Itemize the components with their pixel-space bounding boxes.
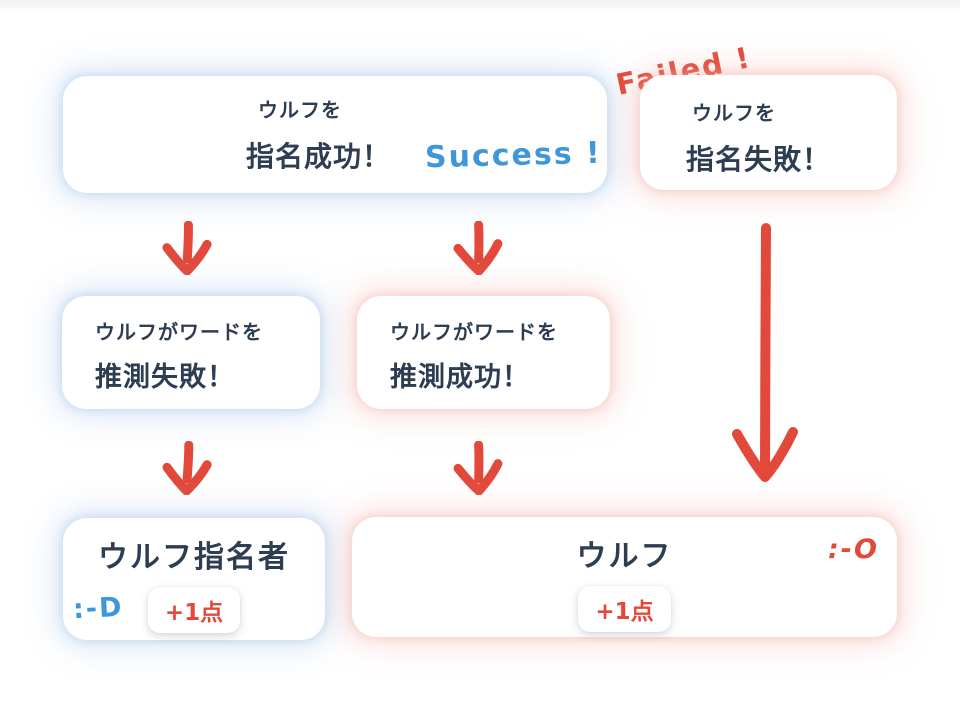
success-handwriting: Success ! (424, 135, 603, 176)
node-subtext: ウルフがワードを (390, 320, 558, 344)
arrow-down-icon (453, 220, 503, 276)
node-score-wolf-nominator: ウルフ指名者 +1点 :-D (63, 518, 325, 640)
node-text-block: ウルフを 指名失敗！ (686, 97, 831, 178)
node-subtext: ウルフを (258, 98, 342, 122)
surprised-face-emoticon: :-O (828, 534, 879, 565)
score-badge: +1点 (147, 587, 241, 633)
node-nominate-fail: ウルフを 指名失敗！ (640, 75, 897, 190)
arrow-down-icon (162, 220, 212, 276)
score-title: ウルフ指名者 (98, 540, 290, 575)
score-badge: +1点 (578, 586, 671, 632)
arrow-down-long-icon (732, 223, 798, 482)
arrow-down-icon (453, 440, 503, 496)
node-maintext: 指名失敗！ (686, 143, 832, 176)
node-maintext: 指名成功！ (246, 140, 392, 173)
score-title: ウルフ (576, 539, 673, 574)
node-maintext: 推測成功！ (390, 362, 530, 393)
node-text-block: ウルフがワードを 推測成功！ (390, 316, 558, 394)
arrow-down-icon (162, 440, 212, 496)
happy-face-emoticon: :-D (72, 591, 125, 626)
node-text-block: ウルフを 指名成功！ (246, 94, 391, 175)
node-guess-success: ウルフがワードを 推測成功！ (357, 296, 610, 409)
node-subtext: ウルフを (692, 101, 776, 125)
node-nominate-success: ウルフを 指名成功！ Success ! (63, 76, 607, 193)
node-guess-fail: ウルフがワードを 推測失敗！ (62, 296, 320, 409)
node-subtext: ウルフがワードを (95, 320, 263, 344)
node-maintext: 推測失敗！ (95, 362, 235, 393)
node-score-wolf: ウルフ +1点 :-O (352, 517, 897, 637)
node-text-block: ウルフがワードを 推測失敗！ (95, 316, 263, 394)
